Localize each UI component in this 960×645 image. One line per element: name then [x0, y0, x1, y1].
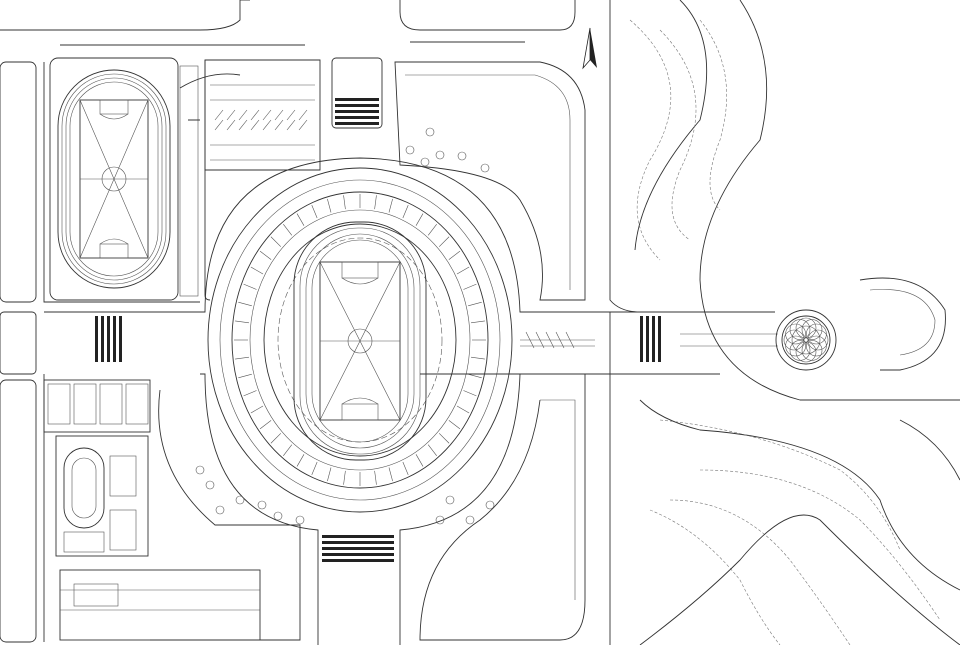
rotunda-petal: [789, 340, 811, 361]
seat-divider: [471, 356, 485, 360]
seat-divider: [343, 195, 346, 210]
rotunda-petal: [789, 319, 811, 340]
seat-divider: [427, 223, 437, 236]
north-arrow-icon: [582, 27, 597, 70]
tree-icon: [425, 127, 435, 137]
side-buildings: [150, 61, 586, 641]
tree-icon: [205, 480, 215, 490]
seat-divider: [374, 195, 377, 210]
tree-icon: [257, 500, 267, 510]
seat-divider: [456, 266, 470, 275]
seat-divider: [468, 301, 482, 307]
seat-divider: [259, 250, 272, 260]
seat-divider: [250, 266, 264, 275]
seat-divider: [402, 461, 409, 476]
rotunda-petal: [795, 341, 817, 363]
seat-divider: [415, 213, 424, 226]
rotunda-petal: [783, 329, 805, 351]
tree-icon: [235, 495, 245, 505]
training-track-field: [49, 57, 199, 301]
seat-divider: [270, 433, 282, 444]
seat-divider: [468, 373, 482, 379]
seat-divider: [296, 454, 305, 467]
stadium-seating: [234, 194, 486, 486]
seat-divider: [270, 236, 282, 247]
seat-divider: [456, 405, 470, 414]
seat-divider: [402, 204, 409, 219]
tree-icon: [295, 515, 305, 525]
seat-divider: [243, 390, 257, 397]
rotunda-petal: [801, 340, 823, 361]
sports-courts: [43, 379, 261, 641]
street-blocks: [0, 0, 576, 643]
seat-divider: [238, 301, 252, 307]
tree-icon: [465, 515, 475, 525]
rotunda-pattern: [783, 317, 829, 363]
rotunda-petal: [807, 329, 829, 351]
main-stadium: [200, 157, 611, 645]
rotunda-petal: [785, 323, 806, 345]
rotunda-petal: [801, 319, 823, 340]
tree-icon: [405, 145, 415, 155]
seat-divider: [311, 204, 318, 219]
seat-divider: [438, 433, 450, 444]
seat-divider: [374, 470, 377, 485]
tree-icon: [435, 150, 445, 160]
seat-divider: [327, 198, 332, 213]
tree-icon: [485, 500, 495, 510]
tree-icon: [435, 515, 445, 525]
park-area: [609, 0, 960, 645]
seat-divider: [388, 467, 393, 482]
seat-divider: [415, 454, 424, 467]
seat-divider: [327, 467, 332, 482]
seat-divider: [250, 405, 264, 414]
seat-divider: [427, 444, 437, 457]
tree-icon: [457, 151, 467, 161]
tree-icon: [480, 163, 490, 173]
seat-divider: [283, 223, 293, 236]
seat-divider: [438, 236, 450, 247]
tree-icon: [445, 495, 455, 505]
entrance-stairs: [95, 57, 661, 562]
rotunda-petal: [806, 335, 827, 357]
tree-icon: [215, 505, 225, 515]
rotunda-petal: [785, 335, 806, 357]
seat-divider: [388, 198, 393, 213]
tree-icon: [195, 465, 205, 475]
seat-divider: [471, 320, 485, 324]
seat-divider: [259, 420, 272, 430]
tree-icon: [420, 157, 430, 167]
parking-area: [204, 59, 321, 301]
seat-divider: [343, 470, 346, 485]
seat-divider: [243, 283, 257, 290]
rotunda-petal: [795, 317, 817, 339]
seat-divider: [448, 250, 461, 260]
tree-icon: [273, 511, 283, 521]
seat-divider: [311, 461, 318, 476]
seat-divider: [283, 444, 293, 457]
tree-dots: [195, 127, 495, 525]
seat-divider: [463, 390, 477, 397]
seat-divider: [235, 320, 249, 324]
seat-divider: [235, 356, 249, 360]
seat-divider: [463, 283, 477, 290]
seat-divider: [448, 420, 461, 430]
rotunda-petal: [806, 323, 827, 345]
seat-divider: [296, 213, 305, 226]
seat-divider: [238, 373, 252, 379]
